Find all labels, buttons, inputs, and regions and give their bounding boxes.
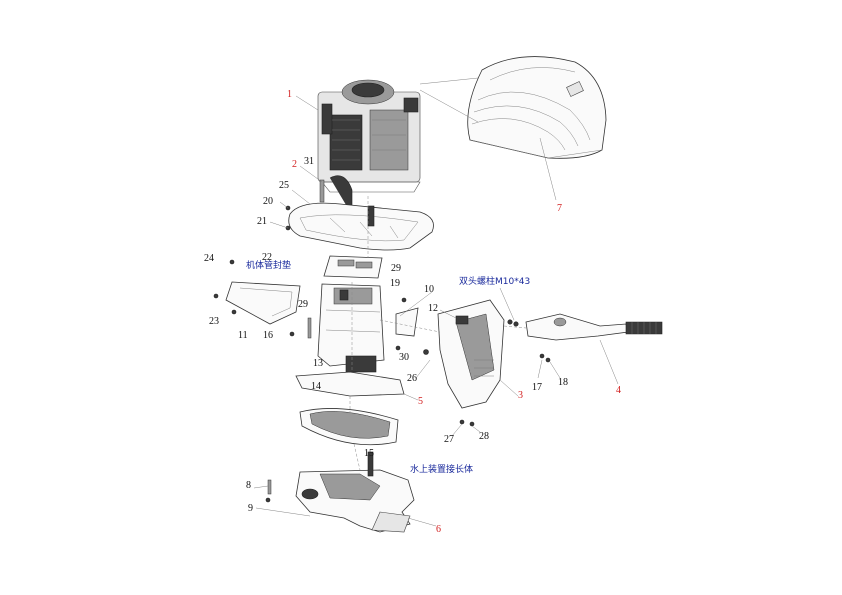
note-gasket: 机体管封垫 xyxy=(246,261,292,271)
bracket-plate-part xyxy=(395,307,419,337)
callout-28: 28 xyxy=(479,431,489,442)
callout-21: 21 xyxy=(257,216,267,227)
side-cover-part xyxy=(225,281,301,325)
callout-12: 12 xyxy=(428,303,438,314)
callout-7: 7 xyxy=(557,203,562,214)
note-stud: 双头螺柱M10*43 xyxy=(459,277,531,287)
callout-18: 18 xyxy=(558,377,568,388)
callout-1: 1 xyxy=(287,89,292,100)
callout-14: 14 xyxy=(311,381,321,392)
callout-5: 5 xyxy=(418,396,423,407)
gasket-part xyxy=(323,255,383,279)
callout-13: 13 xyxy=(313,358,323,369)
driveshaft-housing-part xyxy=(317,283,385,373)
callout-8: 8 xyxy=(246,480,251,491)
stud-bolt-2 xyxy=(319,179,325,203)
callout-29-lower: 29 xyxy=(298,299,308,310)
callout-30: 30 xyxy=(399,352,409,363)
tiller-handle-part xyxy=(525,313,663,341)
lower-unit-part xyxy=(295,451,415,533)
callout-10: 10 xyxy=(424,284,434,295)
note-extension: 水上装置接长体 xyxy=(410,465,474,475)
engine-cover-part xyxy=(467,56,607,159)
upper-tray-part xyxy=(288,202,434,251)
callout-9: 9 xyxy=(248,503,253,514)
callout-26: 26 xyxy=(407,373,417,384)
callout-11: 11 xyxy=(238,330,248,341)
callout-29-upper: 29 xyxy=(391,263,401,274)
callout-2: 2 xyxy=(292,159,297,170)
callout-4: 4 xyxy=(616,385,621,396)
extension-plate-part xyxy=(299,408,399,446)
callout-23: 23 xyxy=(209,316,219,327)
callout-20: 20 xyxy=(263,196,273,207)
callout-27: 27 xyxy=(444,434,454,445)
callout-24: 24 xyxy=(204,253,214,264)
hardware-bolts xyxy=(213,205,551,503)
callout-17: 17 xyxy=(532,382,542,393)
callout-22: 22 xyxy=(262,252,272,263)
callout-19: 19 xyxy=(390,278,400,289)
callout-31: 31 xyxy=(304,156,314,167)
callout-15: 15 xyxy=(364,448,374,459)
callout-16: 16 xyxy=(263,330,273,341)
leader-lines xyxy=(253,77,619,527)
callout-3: 3 xyxy=(518,390,523,401)
power-head-part xyxy=(317,79,421,193)
callout-6: 6 xyxy=(436,524,441,535)
swivel-bracket-part xyxy=(437,299,505,409)
callout-25: 25 xyxy=(279,180,289,191)
